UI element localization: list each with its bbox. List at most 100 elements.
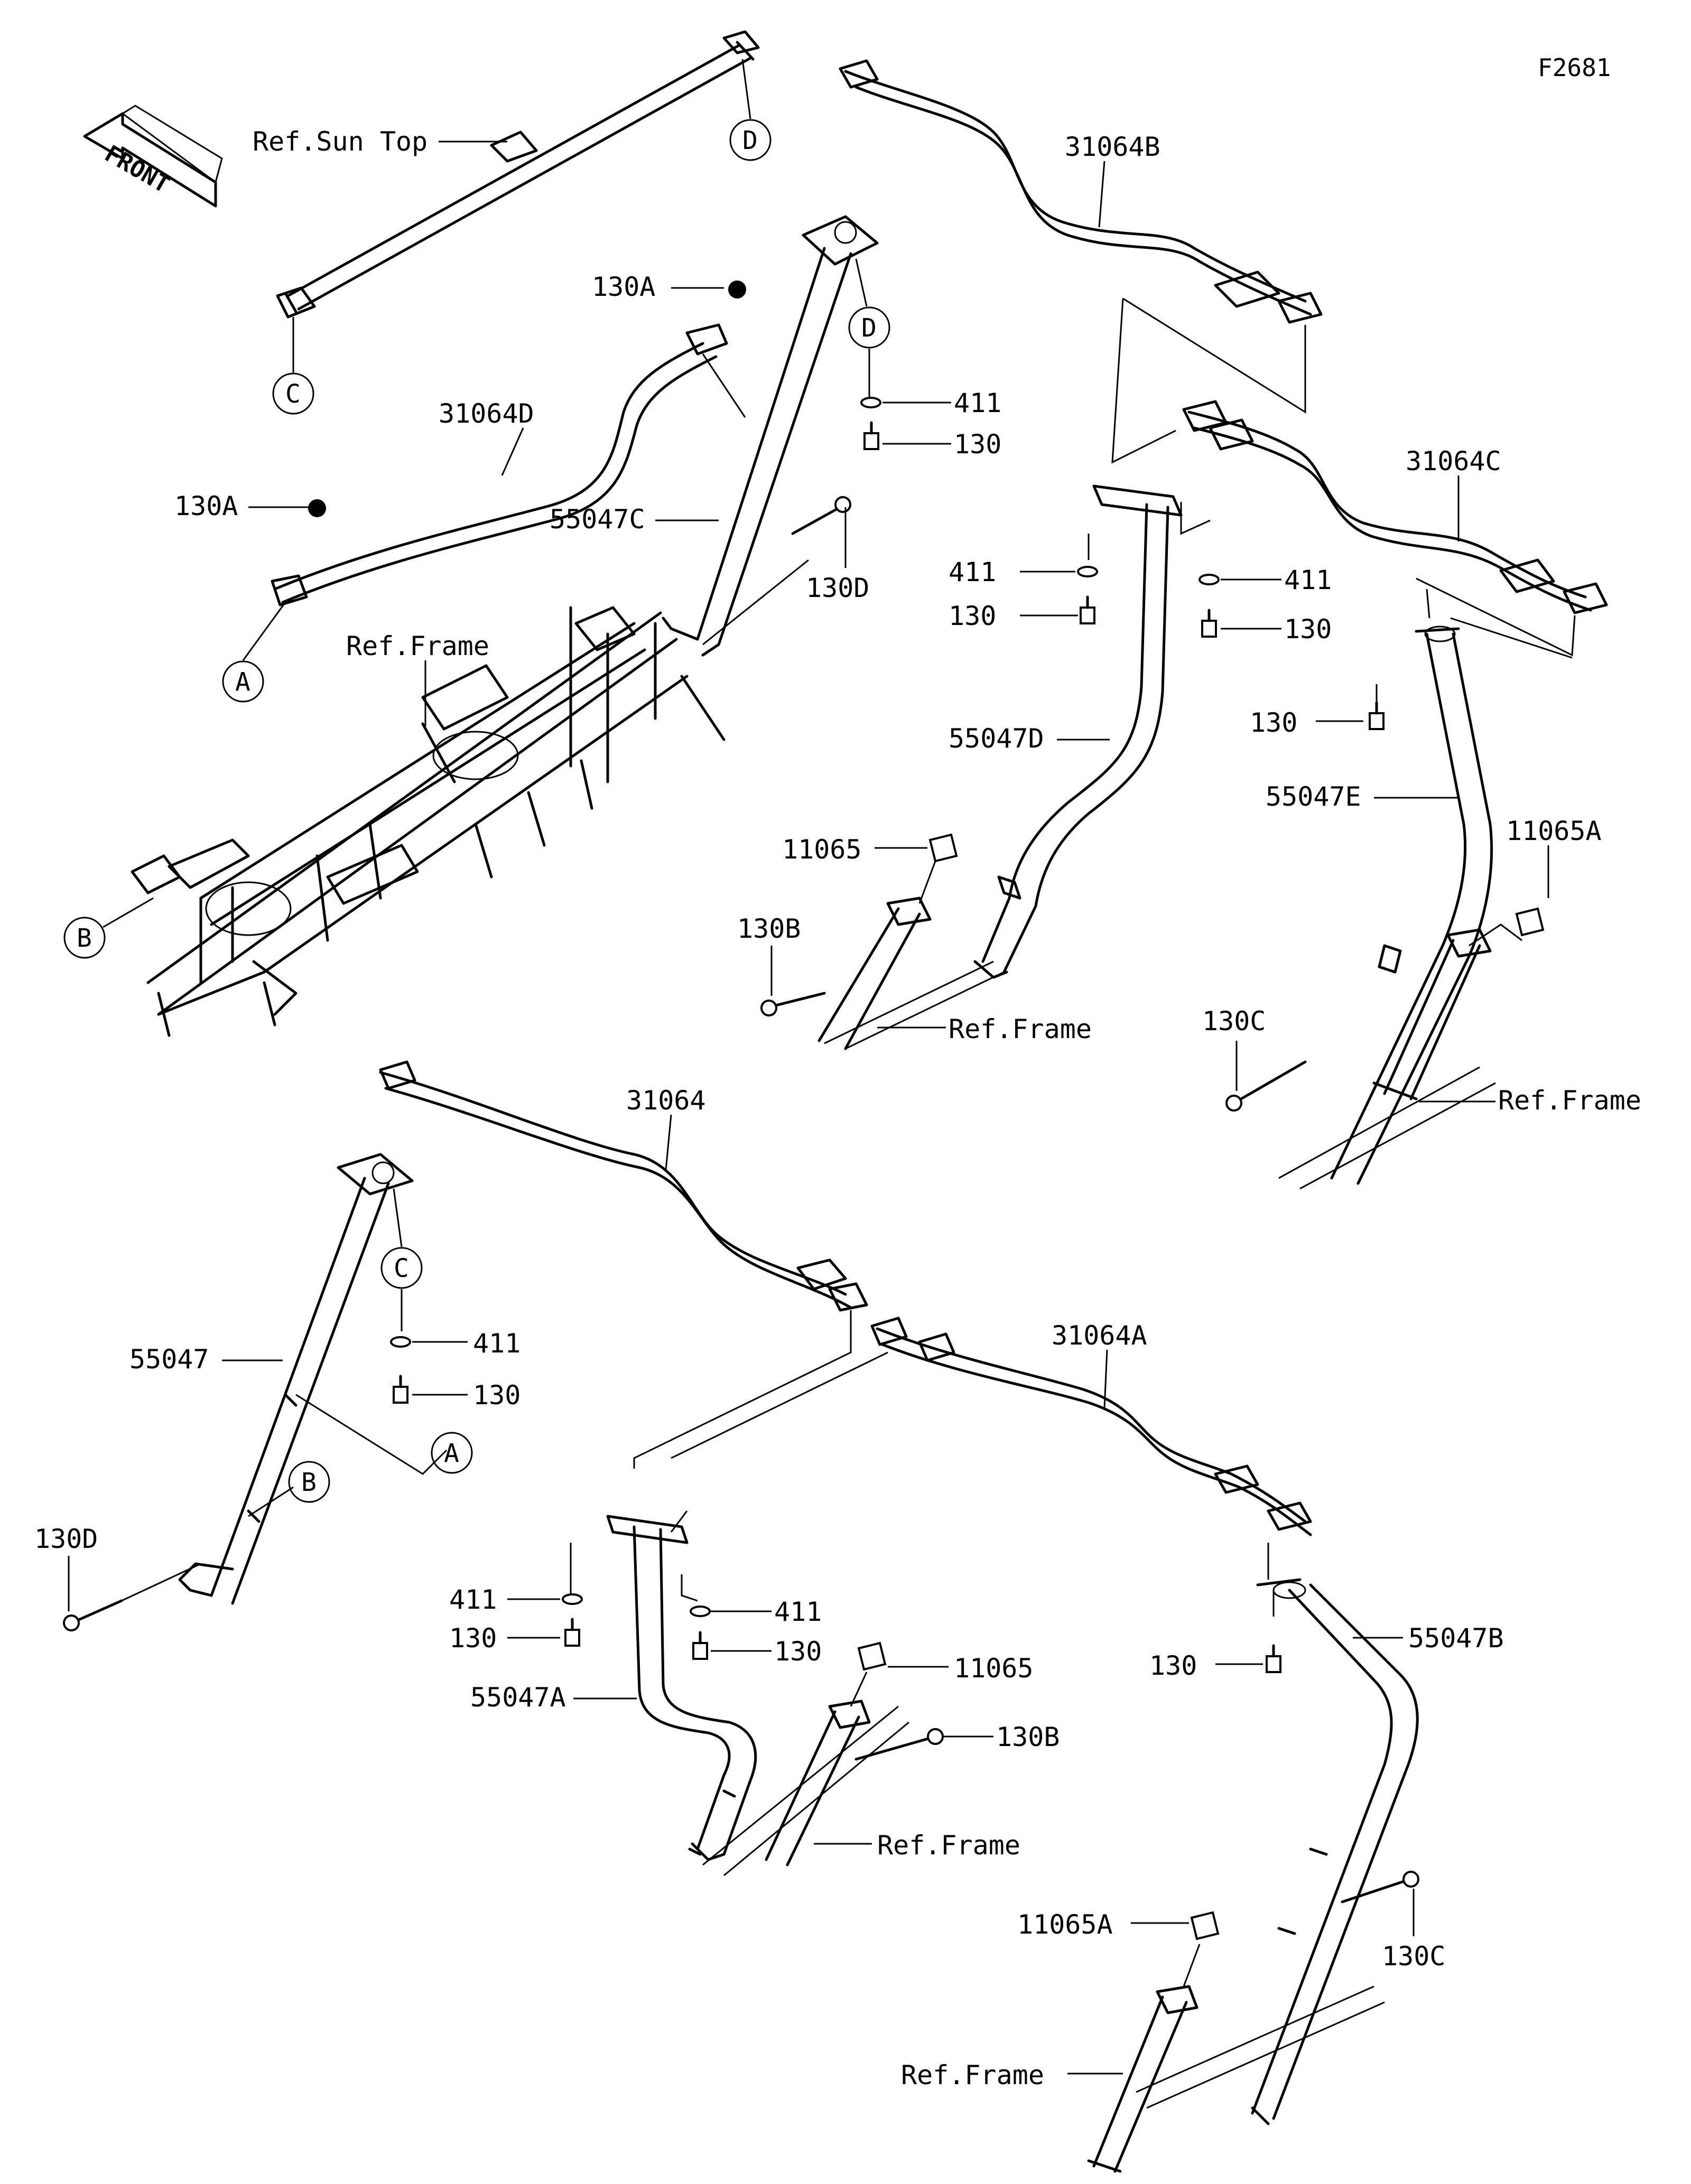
label-130-a2: 130: [774, 1636, 822, 1667]
bolt-130-d: [863, 421, 879, 450]
label-11065a-upper: 11065A: [1506, 816, 1602, 846]
washer-411-c2: [1198, 574, 1220, 585]
washer-411-d2: [1077, 566, 1098, 577]
label-130-b: 130: [1149, 1650, 1197, 1681]
label-130d-top: 130D: [806, 573, 869, 603]
callout-c-top: C: [272, 372, 314, 415]
bar-31064c: [1182, 400, 1608, 614]
label-130b-upper: 130B: [737, 913, 801, 944]
bolt-130-c: [393, 1375, 408, 1404]
bolt-130c-lower: [1341, 1871, 1419, 1903]
label-55047: 55047: [129, 1344, 209, 1375]
svg-text:B: B: [77, 923, 92, 953]
label-130-c2: 130: [1284, 614, 1332, 645]
post-55047a: [606, 1515, 757, 1861]
svg-text:A: A: [444, 1439, 459, 1468]
label-130-d: 130: [954, 429, 1001, 460]
bar-31064: [379, 1060, 868, 1312]
washer-411-d: [860, 397, 881, 408]
washer-411-a: [562, 1593, 583, 1605]
label-130-a: 130: [449, 1623, 497, 1654]
svg-text:C: C: [285, 379, 301, 409]
bolt-130d-lower: [63, 1599, 123, 1631]
label-11065-lower: 11065: [954, 1653, 1034, 1684]
bolt-130-e: [1369, 701, 1385, 730]
cap-11065-upper: [928, 833, 958, 863]
label-55047e: 55047E: [1266, 781, 1361, 812]
label-55047c: 55047C: [550, 504, 645, 535]
label-55047b: 55047B: [1408, 1623, 1504, 1654]
sun-top-bar: [276, 30, 760, 319]
frame-stub-lower-right: [1087, 1985, 1198, 2173]
callout-c-lower: C: [380, 1247, 423, 1289]
svg-text:B: B: [301, 1468, 317, 1497]
bolt-130-c2: [1201, 609, 1217, 638]
label-55047d: 55047D: [949, 723, 1044, 754]
bolt-130c-upper: [1225, 1060, 1307, 1112]
label-11065a-lower: 11065A: [1017, 1909, 1113, 1940]
svg-text:C: C: [394, 1254, 409, 1283]
callout-d-top: D: [729, 119, 772, 161]
callout-b-frame: B: [63, 917, 106, 959]
label-11065-upper: 11065: [782, 834, 862, 865]
bar-31064d: [271, 323, 728, 606]
label-130-c: 130: [473, 1380, 521, 1411]
label-130-d2: 130: [949, 601, 996, 631]
washer-411-a2: [690, 1606, 711, 1617]
post-55047e: [1330, 626, 1493, 1185]
label-411-a: 411: [449, 1584, 497, 1615]
svg-text:D: D: [861, 313, 877, 343]
cap-11065-lower: [857, 1641, 887, 1671]
label-ref-sun-top: Ref.Sun Top: [253, 126, 428, 157]
bolt-130-a2: [692, 1631, 708, 1660]
cap-11065a-lower: [1190, 1911, 1220, 1940]
label-411-a2: 411: [774, 1597, 822, 1627]
label-411-d2: 411: [949, 557, 996, 587]
label-130c-upper: 130C: [1202, 1006, 1266, 1037]
label-31064a: 31064A: [1052, 1320, 1147, 1351]
callout-b-lower: B: [288, 1461, 330, 1503]
label-ref-frame-lower-right: Ref.Frame: [901, 2060, 1044, 2090]
post-55047b: [1251, 1578, 1419, 2125]
label-31064c: 31064C: [1406, 446, 1501, 477]
label-31064d: 31064D: [439, 398, 534, 429]
bolt-130-b: [1266, 1644, 1281, 1673]
label-130-e: 130: [1250, 707, 1297, 738]
label-130c-lower: 130C: [1382, 1941, 1445, 1972]
frame-stub-middle: [817, 897, 932, 1050]
label-31064b: 31064B: [1065, 132, 1160, 162]
callout-a-lower: A: [431, 1432, 473, 1474]
label-130b-lower: 130B: [996, 1722, 1060, 1752]
label-130a-left: 130A: [174, 491, 238, 521]
callout-d-mid: D: [848, 306, 890, 349]
bolt-130b-upper: [760, 992, 826, 1016]
figure-id: F2681: [1538, 53, 1611, 82]
post-55047c: [662, 215, 879, 657]
frame-stub-lower-mid: [765, 1700, 871, 1866]
label-411-d: 411: [954, 388, 1001, 418]
frame-stub-right: [1372, 928, 1492, 1100]
bolt-130-a: [564, 1618, 580, 1647]
label-130d-lower: 130D: [34, 1524, 98, 1554]
bolt-130a-left: [308, 499, 326, 517]
label-411-c2: 411: [1284, 565, 1332, 595]
label-ref-frame-right: Ref.Frame: [1498, 1085, 1641, 1116]
label-ref-frame-main: Ref.Frame: [346, 631, 489, 661]
label-ref-frame-lower-mid: Ref.Frame: [877, 1830, 1020, 1861]
bolt-130d-top: [791, 496, 851, 535]
bar-31064a: [870, 1317, 1312, 1536]
post-55047: [178, 1153, 414, 1605]
front-arrow-icon: FRONT: [83, 105, 223, 208]
label-130a-top: 130A: [592, 272, 655, 302]
bolt-130b-lower: [854, 1728, 944, 1761]
bolt-130a-top: [728, 281, 746, 298]
label-411-c: 411: [473, 1328, 521, 1359]
bar-31064b: [839, 59, 1323, 324]
svg-text:A: A: [235, 667, 250, 697]
main-frame: [131, 606, 726, 1037]
bolt-130-d2: [1080, 595, 1095, 624]
label-ref-frame-mid: Ref.Frame: [949, 1014, 1092, 1044]
label-31064: 31064: [626, 1085, 706, 1116]
svg-text:D: D: [742, 126, 758, 155]
